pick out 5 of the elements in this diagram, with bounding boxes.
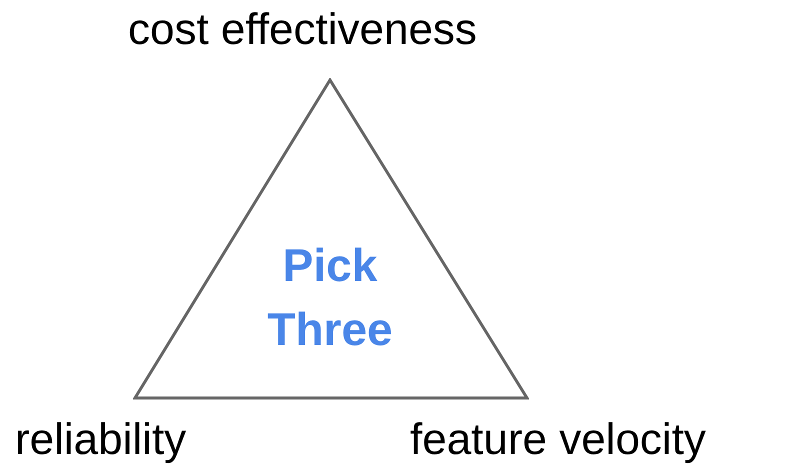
vertex-label: cost effectiveness bbox=[128, 8, 477, 52]
triangle bbox=[133, 78, 529, 400]
vertex-label: feature velocity bbox=[410, 418, 706, 462]
vertex-label: reliability bbox=[15, 418, 186, 462]
triangle-title: Pick Three bbox=[266, 238, 394, 357]
